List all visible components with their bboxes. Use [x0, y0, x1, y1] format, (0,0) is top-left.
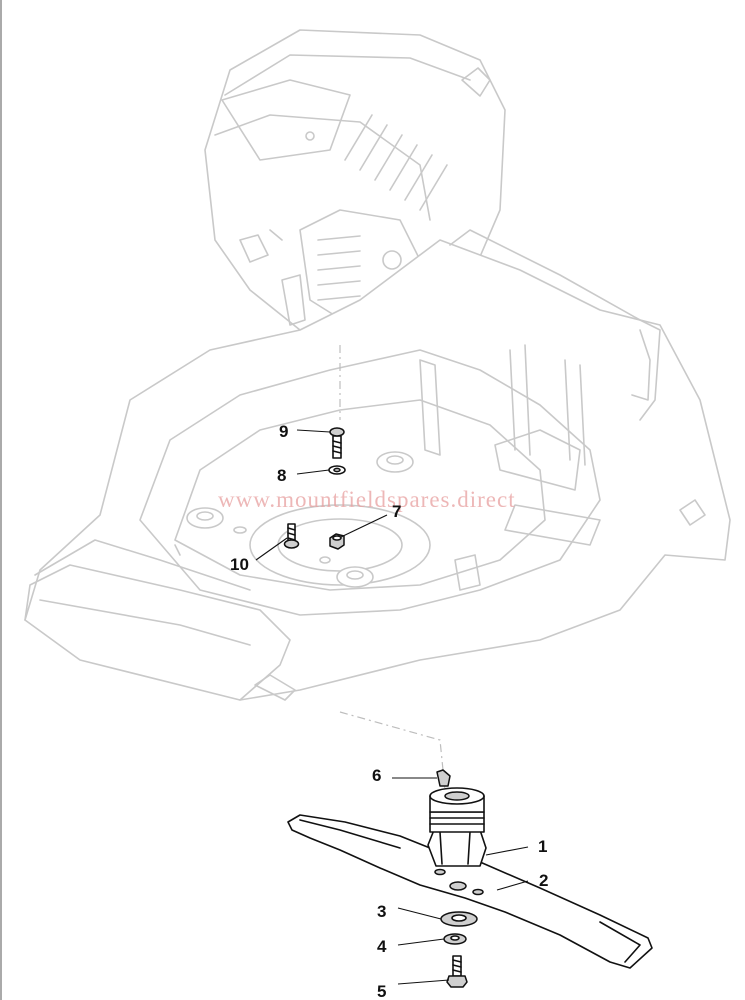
- callout-10: 10: [230, 555, 249, 574]
- part-6-key: [436, 769, 451, 787]
- callout-5: 5: [377, 982, 386, 1000]
- part-2-blade: [287, 814, 653, 969]
- part-7-nut: [329, 533, 345, 550]
- callout-labels: 9 8 7 10 6 1 2 3 4 5: [230, 422, 548, 1000]
- callout-6: 6: [372, 766, 381, 785]
- blade-axis-line: [339, 711, 446, 791]
- part-5-bolt: [446, 955, 468, 988]
- part-9-bolt: [329, 427, 345, 459]
- callout-7: 7: [392, 502, 401, 521]
- part-8-washer: [328, 465, 346, 475]
- mower-deck-ghost: [24, 229, 731, 701]
- callout-4: 4: [377, 937, 387, 956]
- callout-9: 9: [279, 422, 288, 441]
- callout-8: 8: [277, 466, 286, 485]
- watermark-text: www.mountfieldspares.direct: [218, 487, 516, 512]
- callout-3: 3: [377, 902, 386, 921]
- part-3-washer: [440, 911, 478, 927]
- leader-lines: [255, 429, 529, 985]
- part-10-bolt: [283, 523, 300, 549]
- callout-2: 2: [539, 871, 548, 890]
- part-1-blade-carrier: [427, 787, 487, 867]
- part-4-washer: [443, 933, 467, 945]
- callout-1: 1: [538, 837, 547, 856]
